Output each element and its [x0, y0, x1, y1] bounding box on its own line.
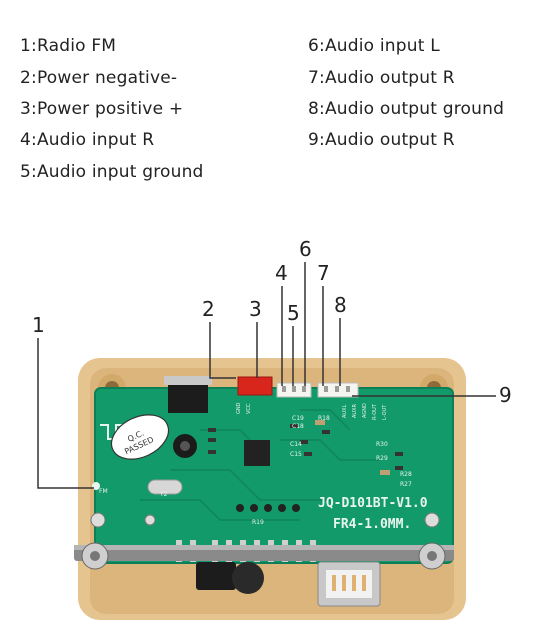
silk-label: C18	[292, 423, 304, 430]
callout-number-7: 7	[317, 261, 330, 285]
silk-label: VCC	[246, 403, 252, 414]
callout-number-5: 5	[287, 301, 300, 325]
silk-label: Y2	[159, 491, 168, 498]
silk-label: R27	[400, 481, 412, 488]
silk-label: L-OUT	[382, 404, 388, 420]
silk-label: R30	[376, 441, 388, 448]
power-connector-red	[238, 377, 272, 395]
capacitor-top	[180, 441, 190, 451]
silk-label: C14	[290, 441, 302, 448]
silk-label: AGND	[362, 403, 368, 418]
silk-label: R29	[376, 455, 388, 462]
callout-number-4: 4	[275, 261, 288, 285]
silk-label: R28	[400, 471, 412, 478]
silk-label: R19	[252, 519, 264, 526]
regulator-tab	[164, 376, 212, 385]
silk-label: FM	[99, 488, 108, 495]
callout-number-9: 9	[499, 383, 512, 407]
callout-number-8: 8	[334, 293, 347, 317]
fm-antenna-pad	[92, 482, 100, 490]
audio-jack	[196, 562, 236, 590]
knob	[232, 562, 264, 594]
bracket-screw-right-head	[427, 551, 437, 561]
silk-label: AUXR	[352, 403, 358, 418]
silk-label: AUXL	[342, 404, 348, 418]
main-chip	[244, 440, 270, 466]
silk-label: C19	[292, 415, 304, 422]
pcb-spec-text: FR4-1.0MM.	[333, 517, 411, 532]
voltage-regulator	[168, 383, 208, 413]
pcb-screw	[91, 513, 105, 527]
bracket-screw-left-head	[90, 551, 100, 561]
callout-number-2: 2	[202, 297, 215, 321]
silk-label: C15	[290, 451, 302, 458]
callout-number-3: 3	[249, 297, 262, 321]
pcb-screw-small	[145, 515, 155, 525]
callout-number-6: 6	[299, 237, 312, 261]
silk-label: R-OUT	[372, 403, 378, 420]
metal-bracket-highlight	[74, 545, 454, 550]
silk-label: R18	[318, 415, 330, 422]
pcb-model-text: JQ-D101BT-V1.0	[318, 496, 428, 511]
callout-number-1: 1	[32, 313, 45, 337]
pcb-screw	[425, 513, 439, 527]
silk-label: GND	[236, 402, 242, 414]
